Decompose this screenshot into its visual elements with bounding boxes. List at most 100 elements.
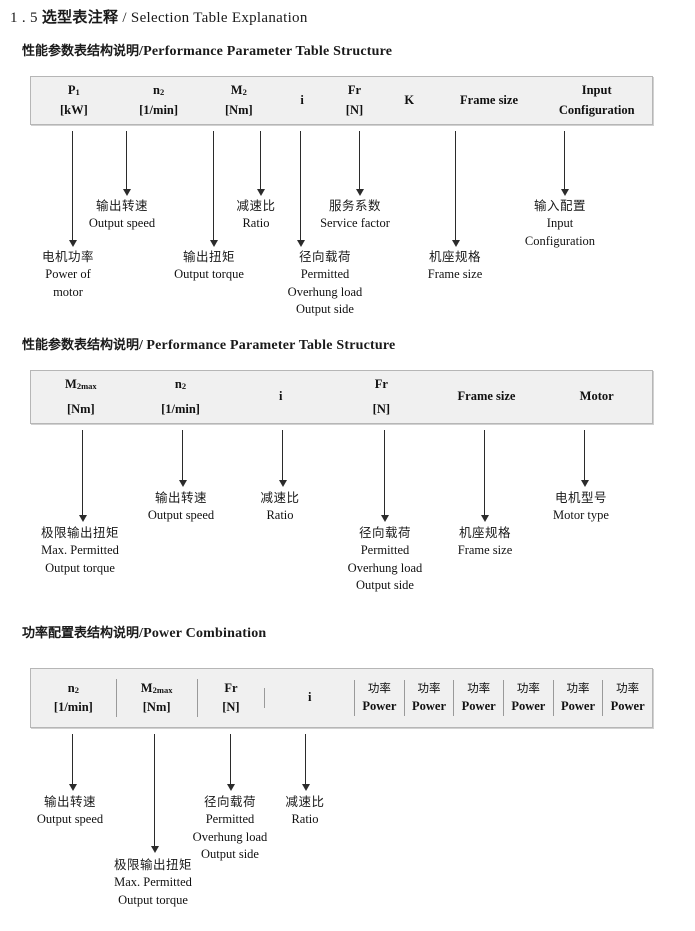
- arrow-to-service-factor: [355, 131, 364, 196]
- arrow-to-ratio-2: [278, 430, 287, 487]
- table2-col-fr-unit: [N]: [372, 402, 391, 416]
- annotation-output-torque-1-en: Output torque: [174, 266, 244, 281]
- annotation-output-speed-1-cn: 输出转速: [95, 198, 148, 213]
- table3-col-n2: n2 [1/min]: [31, 679, 116, 718]
- table3-col-power-4: 功率 Power: [503, 679, 553, 717]
- annotation-frame-size-2: 机座规格 Frame size: [441, 524, 529, 560]
- page-title-cn: 选型表注释: [41, 8, 119, 26]
- annotation-max-permitted-output-torque-3-en-1: Max. Permitted: [114, 874, 192, 889]
- annotation-overhung-load-3: 径向载荷 Permitted Overhung load Output side: [170, 793, 290, 864]
- annotation-ratio-1-cn: 减速比: [236, 198, 276, 213]
- section-1-heading-sep: /: [139, 44, 144, 59]
- table3-col-power-5: 功率 Power: [552, 679, 603, 717]
- annotation-max-permitted-output-torque-2-en-1: Max. Permitted: [41, 542, 119, 557]
- annotation-input-configuration-1-cn: 输入配置: [533, 198, 586, 213]
- annotation-overhung-load-3-en-2: Overhung load: [192, 829, 268, 844]
- annotation-frame-size-1-cn: 机座规格: [428, 249, 481, 264]
- annotation-service-factor-1-en: Service factor: [320, 215, 390, 230]
- annotation-ratio-3-cn: 减速比: [285, 794, 325, 809]
- page-title-en: Selection Table Explanation: [130, 10, 308, 26]
- table3-col-m2max: M2max [Nm]: [115, 678, 197, 718]
- table3-col-power-2: 功率 Power: [403, 679, 454, 717]
- arrow-to-max-permitted-output-torque-2: [78, 430, 87, 522]
- section-2-heading-sep: /: [139, 338, 144, 353]
- annotation-power-of-motor-1-en-1: Power of: [45, 266, 91, 281]
- annotation-output-speed-1-en: Output speed: [88, 215, 156, 230]
- annotation-power-of-motor-1-cn: 电机功率: [41, 249, 94, 264]
- table3-col-power-4-cn: 功率: [516, 680, 540, 695]
- annotation-ratio-1-en: Ratio: [242, 215, 270, 230]
- annotation-overhung-load-2-cn: 径向载荷: [358, 525, 411, 540]
- annotation-ratio-3: 减速比 Ratio: [272, 793, 338, 829]
- table3-col-power-2-en: Power: [412, 698, 447, 713]
- table1-col-p1-unit: [kW]: [59, 102, 88, 117]
- table2-col-frame-size-symbol: Frame size: [457, 389, 516, 404]
- arrow-to-permitted-overhung-load-3: [226, 734, 235, 791]
- table2-col-n2-symbol: n: [174, 376, 182, 391]
- arrow-to-frame-size: [451, 131, 460, 247]
- table1-col-n2-symbol: n: [152, 83, 160, 98]
- table1-col-n2: n2 [1/min]: [117, 81, 201, 120]
- performance-parameter-table-1: P1 [kW] n2 [1/min] M2 [Nm] i Fr [N] K Fr…: [30, 76, 653, 125]
- annotation-overhung-load-1: 径向载荷 Permitted Overhung load Output side: [265, 248, 385, 319]
- table2-col-m2max: M2max [Nm]: [31, 375, 131, 420]
- annotation-overhung-load-2: 径向载荷 Permitted Overhung load Output side: [325, 524, 445, 595]
- table2-col-n2-unit: [1/min]: [161, 402, 200, 416]
- annotation-motor-type-2-cn: 电机型号: [554, 490, 607, 505]
- table2-col-i: i: [230, 387, 331, 406]
- table2-col-frame-size: Frame size: [432, 387, 542, 406]
- table2-col-n2-sub: 2: [181, 380, 187, 391]
- table3-col-fr: Fr [N]: [196, 678, 265, 718]
- table1-col-m2-symbol: M: [230, 83, 243, 98]
- annotation-input-configuration-1: 输入配置 Input Configuration: [511, 197, 609, 250]
- annotation-frame-size-1: 机座规格 Frame size: [411, 248, 499, 284]
- annotation-overhung-load-3-en-1: Permitted: [205, 811, 255, 826]
- arrow-to-frame-size-2: [480, 430, 489, 522]
- table3-col-power-5-cn: 功率: [566, 680, 590, 695]
- table3-col-n2-symbol: n: [67, 680, 75, 695]
- annotation-service-factor-1: 服务系数 Service factor: [311, 197, 399, 233]
- arrow-to-output-speed-2: [178, 430, 187, 487]
- annotation-max-permitted-output-torque-2-en-2: Output torque: [45, 560, 115, 575]
- table1-col-k-symbol: K: [404, 92, 415, 107]
- table3-col-power-4-en: Power: [511, 698, 546, 713]
- annotation-overhung-load-1-cn: 径向载荷: [298, 249, 351, 264]
- annotation-overhung-load-1-en-3: Output side: [296, 302, 354, 317]
- table1-col-p1-sub: 1: [75, 87, 80, 98]
- table3-col-m2max-sub: 2max: [152, 684, 173, 695]
- table1-col-k: K: [382, 91, 437, 110]
- table3-col-m2max-symbol: M: [140, 680, 153, 695]
- annotation-overhung-load-2-en-2: Overhung load: [347, 560, 423, 575]
- arrow-to-max-permitted-output-torque-3: [150, 734, 159, 853]
- annotation-max-permitted-output-torque-3-en-2: Output torque: [118, 892, 188, 907]
- table2-col-m2max-symbol: M: [65, 376, 77, 391]
- table2-col-m2max-unit: [Nm]: [66, 402, 95, 416]
- table2-col-motor: Motor: [541, 387, 652, 406]
- section-3-heading: 功率配置表结构说明/Power Combination: [22, 622, 266, 642]
- table1-col-frame-size-symbol: Frame size: [460, 92, 518, 107]
- table3-col-power-5-en: Power: [560, 698, 595, 713]
- table3-col-i-symbol: i: [307, 690, 312, 705]
- annotation-output-speed-3-cn: 输出转速: [43, 794, 96, 809]
- annotation-max-permitted-output-torque-2-cn: 极限输出扭矩: [40, 525, 119, 540]
- annotation-overhung-load-3-cn: 径向载荷: [203, 794, 256, 809]
- table3-col-fr-unit: [N]: [222, 700, 240, 714]
- power-combination-table: n2 [1/min] M2max [Nm] Fr [N] i 功率 Power …: [30, 668, 653, 728]
- table1-col-i-symbol: i: [300, 92, 304, 107]
- table3-col-power-6-cn: 功率: [616, 680, 640, 695]
- table2-col-motor-symbol: Motor: [579, 389, 614, 404]
- annotation-output-speed-2-en: Output speed: [147, 507, 215, 522]
- arrow-to-input-configuration: [560, 131, 569, 196]
- annotation-output-speed-3: 输出转速 Output speed: [22, 793, 118, 829]
- annotation-output-speed-3-en: Output speed: [36, 811, 104, 826]
- table1-col-m2-sub: 2: [242, 87, 247, 98]
- section-1-heading-cn: 性能参数表结构说明: [22, 44, 140, 59]
- table2-col-fr: Fr [N]: [331, 375, 432, 420]
- table2-col-i-symbol: i: [278, 389, 283, 404]
- table1-col-fr-symbol: Fr: [347, 83, 362, 98]
- annotation-overhung-load-2-en-1: Permitted: [360, 542, 410, 557]
- table3-col-power-1-cn: 功率: [367, 680, 391, 695]
- annotation-ratio-2-en: Ratio: [266, 507, 294, 522]
- annotation-output-speed-2: 输出转速 Output speed: [131, 489, 231, 525]
